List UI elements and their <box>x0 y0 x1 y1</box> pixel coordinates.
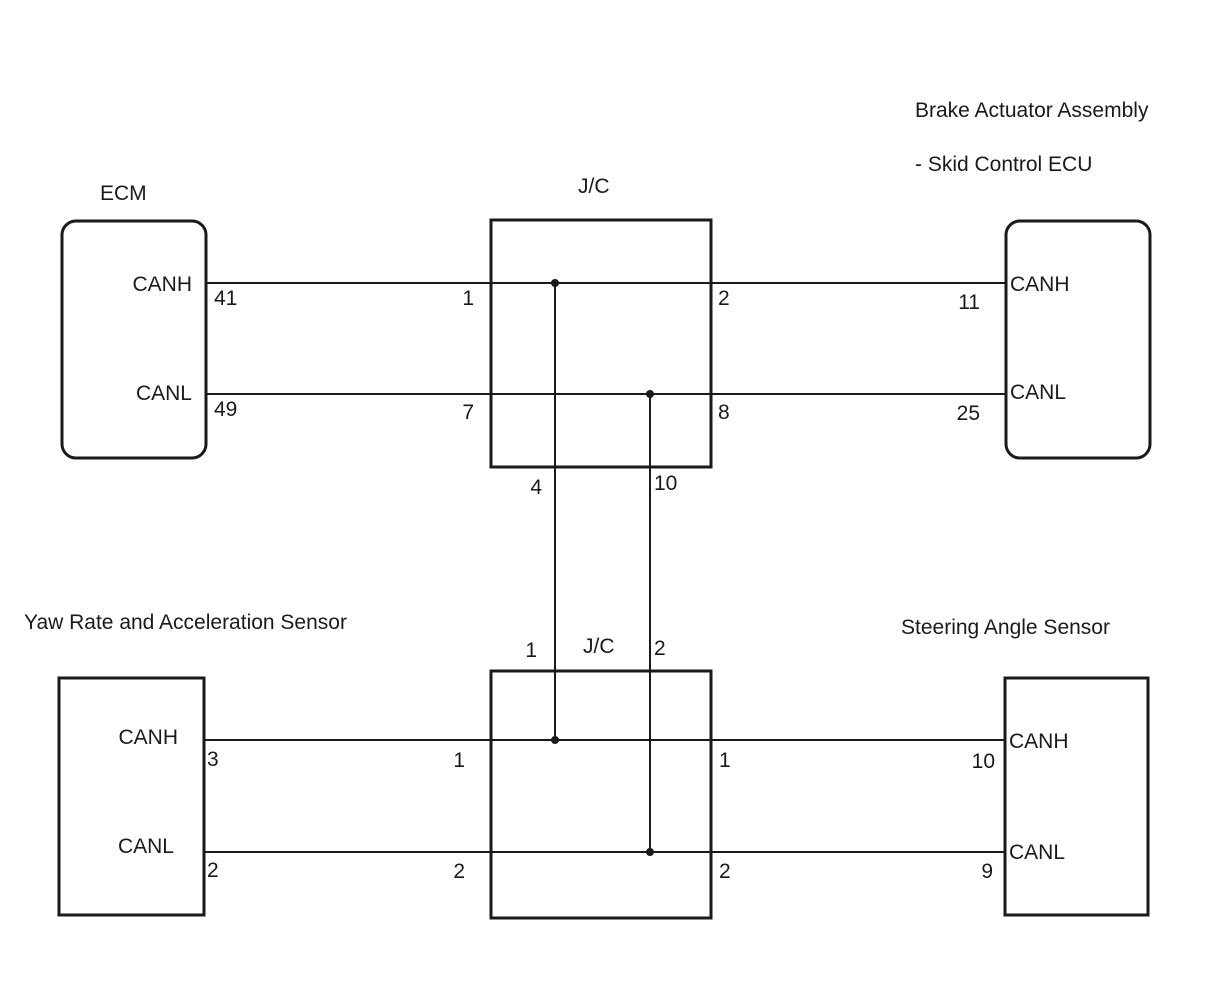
yaw-sensor-pin-canl: 2 <box>207 859 219 882</box>
junction-dot-top-canl <box>646 390 654 398</box>
jc-bottom-title: J/C <box>583 635 615 658</box>
jc-bottom-pin-in-canl: 2 <box>453 860 465 883</box>
jc-bottom-pin-out-canl: 2 <box>719 860 731 883</box>
yaw-sensor-title: Yaw Rate and Acceleration Sensor <box>24 611 347 634</box>
steering-sensor-title: Steering Angle Sensor <box>901 616 1110 639</box>
yaw-sensor-box <box>57 676 206 917</box>
steering-sensor-pin-canl: 9 <box>981 860 993 883</box>
brake-actuator-title-line1: Brake Actuator Assembly <box>915 99 1149 122</box>
jc-top-pin-in-canl: 7 <box>462 401 474 424</box>
junction-internal-wires <box>491 282 711 853</box>
jc-top-pin-out-canl: 8 <box>718 401 730 424</box>
ecm-pin-canh: 41 <box>214 287 237 310</box>
junction-dot-bottom-canl <box>646 848 654 856</box>
yaw-sensor-canl-label: CANL <box>118 835 174 858</box>
steering-sensor-box <box>1003 676 1150 917</box>
jc-top-pin-down-canl: 10 <box>654 472 677 495</box>
yaw-sensor-pin-canh: 3 <box>207 748 219 771</box>
jc-bottom-pin-up-canl: 2 <box>654 637 666 660</box>
jc-bottom-pin-out-canh: 1 <box>719 749 731 772</box>
ecm-title: ECM <box>100 182 147 205</box>
steering-sensor-canl-label: CANL <box>1009 841 1065 864</box>
jc-bottom-pin-in-canh: 1 <box>453 749 465 772</box>
brake-actuator-pin-canh: 11 <box>958 291 980 314</box>
brake-actuator-box <box>1004 219 1152 460</box>
yaw-sensor-canh-label: CANH <box>118 726 178 749</box>
steering-sensor-canh-label: CANH <box>1009 730 1069 753</box>
jc-top-title: J/C <box>578 175 610 198</box>
jc-top-pin-in-canh: 1 <box>462 287 474 310</box>
jc-bottom-pin-up-canh: 1 <box>525 639 537 662</box>
ecm-box <box>60 219 208 460</box>
brake-actuator-title-line2: - Skid Control ECU <box>915 153 1092 176</box>
brake-actuator-canh-label: CANH <box>1010 273 1070 296</box>
brake-actuator-pin-canl: 25 <box>957 402 980 425</box>
junction-dot-top-canh <box>551 279 559 287</box>
brake-actuator-canl-label: CANL <box>1010 381 1066 404</box>
ecm-canl-label: CANL <box>136 382 192 405</box>
junction-dot-bottom-canh <box>551 736 559 744</box>
jc-bottom-box <box>489 669 713 920</box>
jc-top-box <box>489 218 713 469</box>
ecm-pin-canl: 49 <box>214 398 237 421</box>
jc-top-pin-out-canh: 2 <box>718 287 730 310</box>
steering-sensor-pin-canh: 10 <box>972 750 995 773</box>
ecm-canh-label: CANH <box>132 273 192 296</box>
jc-top-pin-down-canh: 4 <box>530 476 542 499</box>
